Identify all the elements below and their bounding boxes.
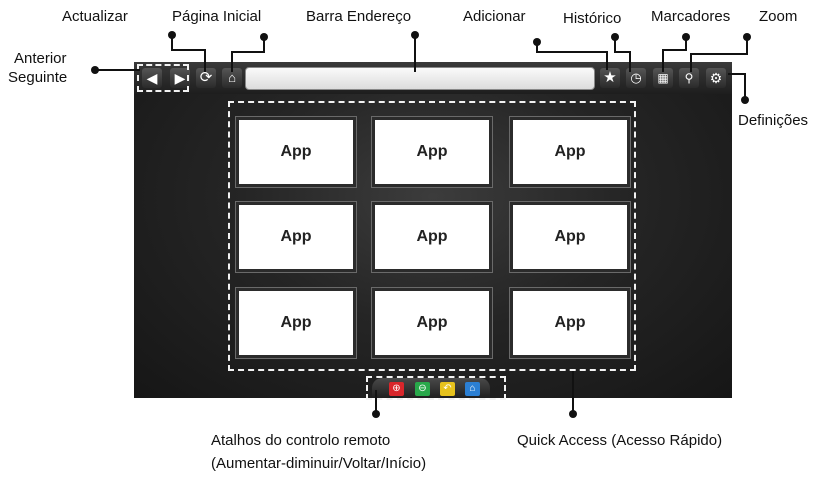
remote-shortcut-highlight: [366, 376, 506, 400]
star-icon[interactable]: ★: [600, 68, 620, 88]
app-tile[interactable]: App: [235, 116, 357, 188]
arrow-left-icon[interactable]: ◀: [142, 68, 162, 88]
callout-dot: [168, 31, 176, 39]
callout-dot: [411, 31, 419, 39]
label-adicionar: Adicionar: [463, 8, 526, 25]
back-icon[interactable]: ↶: [440, 382, 455, 396]
home-icon[interactable]: ⌂: [465, 382, 480, 396]
label-zoom: Zoom: [759, 8, 798, 25]
app-tile[interactable]: App: [235, 287, 357, 359]
zoom-out-icon[interactable]: ⊖: [415, 382, 430, 396]
magnifier-icon[interactable]: ⚲: [679, 68, 699, 88]
gear-icon[interactable]: ⚙: [706, 68, 726, 88]
app-tile[interactable]: App: [509, 116, 631, 188]
app-tile[interactable]: App: [371, 287, 493, 359]
quick-access-highlight: [228, 101, 636, 371]
prev-next-highlight: [137, 64, 189, 92]
arrow-right-icon[interactable]: ▶: [170, 68, 190, 88]
callout-dot: [91, 66, 99, 74]
app-tile[interactable]: App: [235, 201, 357, 273]
address-bar[interactable]: [245, 67, 595, 90]
label-atalhos-line2: (Aumentar-diminuir/Voltar/Início): [211, 455, 427, 472]
label-seguinte: Seguinte: [8, 69, 68, 86]
refresh-icon[interactable]: ⟳: [196, 68, 216, 88]
bookmark-icon[interactable]: ▦: [653, 68, 673, 88]
clock-icon[interactable]: ◷: [626, 68, 646, 88]
app-tile[interactable]: App: [371, 116, 493, 188]
label-anterior: Anterior: [14, 50, 67, 67]
callout-dot: [533, 38, 541, 46]
zoom-in-icon[interactable]: ⊕: [389, 382, 404, 396]
app-tile[interactable]: App: [509, 287, 631, 359]
callout-dot: [741, 96, 749, 104]
label-quick-access: Quick Access (Acesso Rápido): [517, 432, 723, 449]
callout-dot: [611, 33, 619, 41]
label-actualizar: Actualizar: [62, 8, 128, 25]
app-tile[interactable]: App: [509, 201, 631, 273]
label-marcadores: Marcadores: [651, 8, 731, 25]
callout-dot: [569, 410, 577, 418]
label-barra-endereco: Barra Endereço: [306, 8, 412, 25]
label-historico: Histórico: [563, 10, 622, 27]
label-pagina-inicial: Página Inicial: [172, 8, 262, 25]
label-atalhos-line1: Atalhos do controlo remoto: [211, 432, 391, 449]
home-icon[interactable]: ⌂: [222, 68, 242, 88]
callout-dot: [743, 33, 751, 41]
label-definicoes: Definições: [738, 112, 809, 129]
app-tile[interactable]: App: [371, 201, 493, 273]
callout-dot: [682, 33, 690, 41]
callout-dot: [372, 410, 380, 418]
callout-dot: [260, 33, 268, 41]
